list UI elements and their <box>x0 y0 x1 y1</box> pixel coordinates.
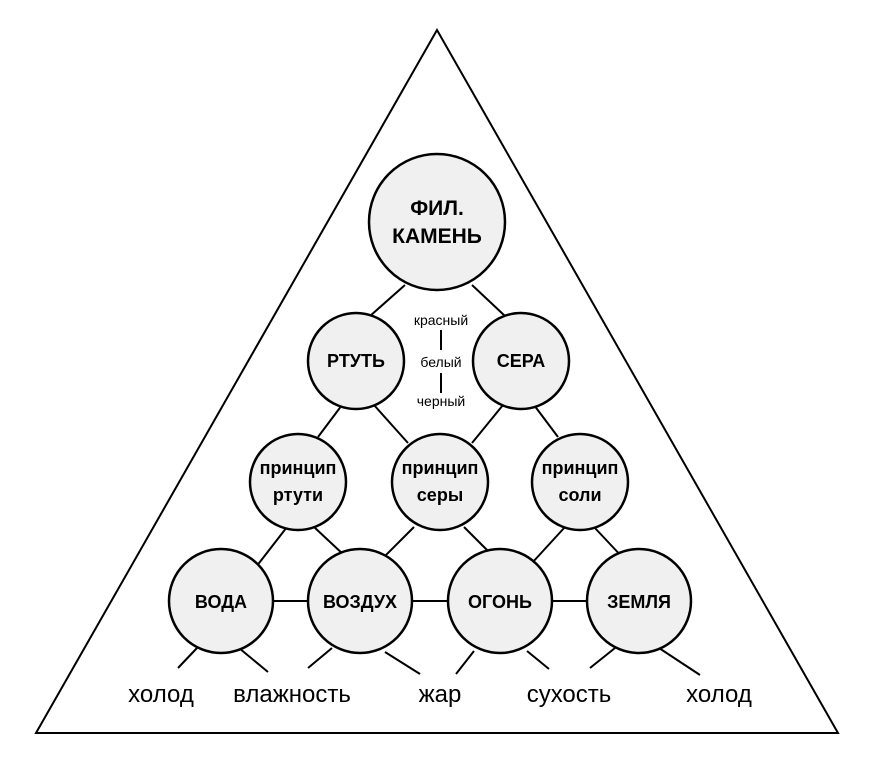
leg-water-left <box>177 647 198 669</box>
quality-cold-right: холод <box>686 681 752 708</box>
node-circle <box>306 547 414 655</box>
element-label: ЗЕМЛЯ <box>607 592 671 612</box>
node-circle <box>367 152 507 292</box>
node-fire: ОГОНЬ <box>446 547 554 655</box>
triad-line2: ртути <box>273 485 323 505</box>
node-principle-mercury: принцип ртути <box>248 432 348 532</box>
apex-line1: ФИЛ. <box>410 197 464 220</box>
sulfur-label: СЕРА <box>497 351 545 371</box>
leg-fire-left <box>455 650 475 675</box>
edge-pm-air <box>313 526 346 557</box>
edge-sulfur-psalt <box>533 404 559 438</box>
triad-line1: принцип <box>260 458 337 478</box>
leg-water-right <box>238 647 269 673</box>
node-water: ВОДА <box>167 547 275 655</box>
node-circle <box>167 547 275 655</box>
node-circle <box>530 432 630 532</box>
edge-stone-mercury <box>369 284 406 317</box>
element-label: ВОДА <box>195 592 247 612</box>
node-circle <box>585 547 693 655</box>
node-mercury: РТУТЬ <box>306 311 406 411</box>
element-label: ВОЗДУХ <box>323 592 397 612</box>
triad-line2: серы <box>417 485 463 505</box>
node-circle <box>390 432 490 532</box>
color-white: белый <box>420 354 461 370</box>
edge-mercury-pm <box>317 404 343 438</box>
quality-moisture: влажность <box>233 681 351 708</box>
mercury-label: РТУТЬ <box>327 351 385 371</box>
leg-earth-right <box>658 647 701 676</box>
node-principle-sulfur: принцип серы <box>390 432 490 532</box>
edge-psalt-fire <box>531 526 566 564</box>
outer-triangle <box>34 27 840 734</box>
node-air: ВОЗДУХ <box>306 547 414 655</box>
triad-line2: соли <box>558 485 601 505</box>
triad-line1: принцип <box>402 458 479 478</box>
triad-line1: принцип <box>542 458 619 478</box>
leg-air-right <box>384 651 421 675</box>
node-earth: ЗЕМЛЯ <box>585 547 693 655</box>
apex-line2: КАМЕНЬ <box>392 225 482 248</box>
color-red: красный <box>414 312 468 328</box>
element-label: ОГОНЬ <box>468 592 532 612</box>
node-circle <box>446 547 554 655</box>
node-circle <box>248 432 348 532</box>
leg-earth-left <box>589 647 616 669</box>
node-philosophers-stone: ФИЛ. КАМЕНЬ <box>367 152 507 292</box>
node-sulfur: СЕРА <box>471 311 571 411</box>
leg-fire-right <box>526 650 550 670</box>
node-circle <box>471 311 571 411</box>
quality-dryness: сухость <box>527 681 612 708</box>
quality-heat: жар <box>419 681 462 708</box>
qualities-row: холод влажность жар сухость холод <box>128 681 752 708</box>
node-circle <box>306 311 406 411</box>
edge-stone-sulfur <box>471 284 506 317</box>
connections <box>177 284 701 676</box>
quality-cold-left: холод <box>128 681 194 708</box>
edge-mercury-ps <box>373 404 409 444</box>
edge-pm-water <box>255 526 288 568</box>
leg-air-left <box>307 647 333 669</box>
node-principle-salt: принцип соли <box>530 432 630 532</box>
color-black: черный <box>417 393 465 409</box>
color-scale: красный белый черный <box>414 312 468 409</box>
edge-sulfur-ps <box>471 404 504 444</box>
